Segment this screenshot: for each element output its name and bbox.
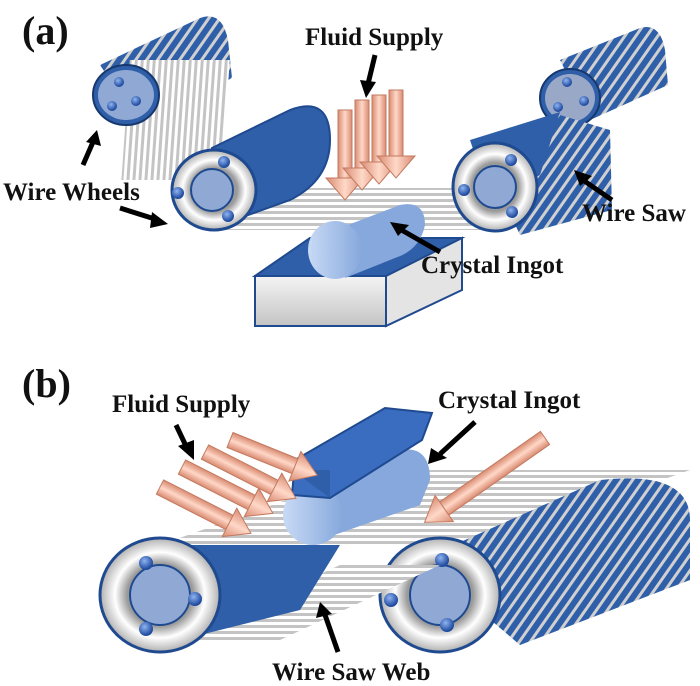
pointer-fluid-supply-b [173,423,189,448]
pointer-arrows-b [173,420,477,653]
fluid-arrow [324,109,366,201]
wheel-hub [190,168,234,212]
pointer-arrows-a [80,54,614,255]
pointer-crystal-ingot-b [438,420,477,456]
bolt [139,622,153,636]
ingot-end [283,485,343,545]
pointer-wire-saw [578,175,614,203]
wheel-hub [129,564,191,626]
left-wire-wheel [170,105,332,232]
bolt [107,101,117,111]
bolt [131,96,141,106]
fluid-supply-arrows [324,89,417,201]
bolt [172,187,184,199]
fluid-arrow [423,430,551,523]
bolt [435,553,449,567]
label-crystal-ingot-a: Crystal Ingot [421,252,564,279]
label-wire-saw: Wire Saw [582,200,686,227]
fluid-arrow [226,431,318,482]
fluid-arrow [200,444,297,503]
fluid-supply-arrows-b-left [155,431,318,538]
left-wire-wheel-b [98,536,340,654]
stage-front [254,275,387,327]
bolt [139,556,153,570]
bolt [562,77,572,87]
label-fluid-supply-a: Fluid Supply [305,24,444,51]
bolt [384,593,398,607]
wheel-hub [98,70,154,120]
pointer-fluid-supply [365,54,378,85]
label-wire-saw-web: Wire Saw Web [272,659,430,686]
panel-label-b: (b) [22,361,71,406]
bolt [222,210,234,222]
wheel-hub [473,165,517,209]
bolt [505,154,517,166]
crystal-ingot-b [283,406,434,545]
fluid-arrow [155,479,252,538]
right-wire-wheel [451,112,612,235]
pointer-crystal-ingot [396,225,442,255]
label-fluid-supply-b: Fluid Supply [112,391,251,418]
pointer-wire-saw-web [321,611,341,653]
bolt [579,96,589,106]
bolt [553,102,563,112]
bolt [188,592,202,606]
label-wire-wheels: Wire Wheels [3,179,140,206]
bolt [218,156,230,168]
bolt [440,618,454,632]
fluid-supply-arrows-b-right [423,430,551,523]
bolt [114,77,124,87]
bolt [458,184,470,196]
panel-label-a: (a) [22,8,69,53]
crystal-ingot-a [308,204,425,279]
panel-a: (a) Fluid Supply Wire Wheels Wire Saw Cr… [3,8,686,328]
label-crystal-ingot-b: Crystal Ingot [438,387,581,414]
ingot-end [308,221,362,279]
upper-right-wire-wheel [539,26,668,128]
panel-b: (b) Fluid Supply Crystal Ingot Wire Saw … [22,361,690,686]
pointer-upper-wheel [80,141,96,166]
bolt [506,206,518,218]
fluid-arrow [375,89,417,179]
fluid-arrow [177,459,274,518]
